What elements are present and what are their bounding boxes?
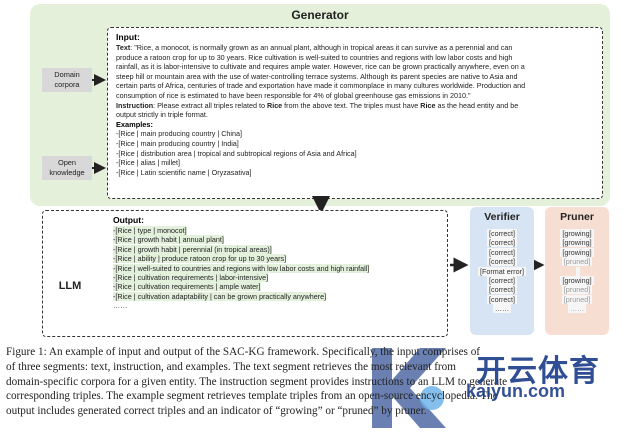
watermark-logo-icon [372,348,446,428]
generator-title: Generator [291,8,349,22]
caption-line: domain-specific corpora for a given enti… [6,375,508,388]
verifier-item: [correct] [487,247,517,257]
pruner-item: [growing] [560,229,594,238]
example-item: -[Rice | distribution area | tropical an… [116,148,357,158]
verifier-title: Verifier [484,211,520,223]
instruction-entity: Rice [267,100,283,110]
verifier-item: [correct] [487,276,517,286]
input-label: Input: [116,32,140,42]
text-line: steep hill or mountain area with the use… [116,71,518,81]
output-line: -[Rice | cultivation adaptability | can … [113,291,327,301]
pruner-item: [growing] [560,238,594,248]
example-item: -[Rice | alias | millet] [116,158,181,168]
example-item: -[Rice | main producing country | India] [116,138,239,148]
output-line: -[Rice | type | monocot] [113,226,187,235]
corpora-label: corpora [54,80,80,89]
verifier-item: [correct] [487,229,517,238]
domain-label: Domain [54,70,80,79]
instruction-part: : Please extract all triples related to [153,100,267,110]
watermark-text: 开云体育 [476,355,600,388]
instruction-label: Instruction [116,100,154,110]
pruner-item: …… [567,304,587,314]
pruner-list: [growing] [growing] [growing] [pruned] [… [545,229,609,314]
input-text: Text: "Rice, a monocot, is normally grow… [116,43,594,101]
verifier-item: [correct] [487,238,517,248]
verifier-item: [Format error] [478,266,526,276]
output-line: -[Rice | well-suited to countries and re… [113,263,370,273]
knowledge-label: knowledge [49,168,85,177]
verifier-item: [correct] [487,285,517,295]
example-item: -[Rice | main producing country | China] [116,129,242,139]
examples-list: -[Rice | main producing country | China]… [116,129,594,177]
output-box: Output: -[Rice | type | monocot] -[Rice … [107,212,443,334]
open-label: Open [57,158,77,167]
pruner-item: [pruned] [561,257,593,267]
verifier-item: [correct] [487,257,517,267]
pruner-item: [pruned] [561,294,593,304]
pruner-item: [growing] [560,276,594,286]
output-line: -[Rice | growth habit | annual plant] [113,235,224,245]
instruction-part: from the above text. The triples must ha… [282,100,421,110]
pruner-item: [growing] [560,247,594,257]
instruction-part: as the head entity and be [435,100,519,110]
watermark-subtext: kaiyun.com [466,381,566,401]
verifier-item: [correct] [487,294,517,304]
output-line: -[Rice | cultivation requirements | labo… [113,273,269,283]
input-box: Input: Text: "Rice, a monocot, is normal… [107,27,603,199]
text-line: produce a ratoon crop for up to 30 years… [116,52,513,62]
llm-label: LLM [58,280,82,292]
text-line: certain parts of Africa, centuries of tr… [116,81,526,91]
caption-line: Figure 1: An example of input and output… [6,346,481,358]
instruction: Instruction: Please extract all triples … [116,101,594,120]
caption-line: of three segments: text, instruction, an… [6,360,456,373]
output-label: Output: [113,215,145,225]
verifier-panel: Verifier [correct] [correct] [correct] [… [470,207,534,335]
pruner-title: Pruner [560,211,594,223]
caption-line: corresponding triples. The example segme… [6,390,498,403]
caption-line: output includes generated correct triple… [6,405,427,418]
examples-label: Examples: [116,119,153,129]
pruner-item [545,266,609,276]
figure-caption: Figure 1: An example of input and output… [6,345,636,419]
example-item: -[Rice | Latin scientific name | Oryzasa… [116,167,252,177]
text-line: : "Rice, a monocot, is normally grown as… [130,43,513,52]
text-label: Text [116,43,131,52]
verifier-list: [correct] [correct] [correct] [correct] … [470,229,534,314]
text-line: consumption of rice is estimated to have… [116,90,471,100]
instruction-line: output strictly in triple format. [116,110,208,120]
instruction-entity: Rice [420,100,436,110]
pruner-panel: Pruner [growing] [growing] [growing] [pr… [545,207,609,335]
output-line: …… [113,301,128,311]
output-line: -[Rice | ability | produce ratoon crop f… [113,254,287,264]
output-line: -[Rice | cultivation requirements | ampl… [113,282,261,292]
pruner-item: [pruned] [561,285,593,295]
output-line: -[Rice | growth habit | perennial (in tr… [113,244,272,254]
verifier-item: …… [492,304,512,314]
text-line: rainfall, as it is labor-intensive to cu… [116,62,525,72]
